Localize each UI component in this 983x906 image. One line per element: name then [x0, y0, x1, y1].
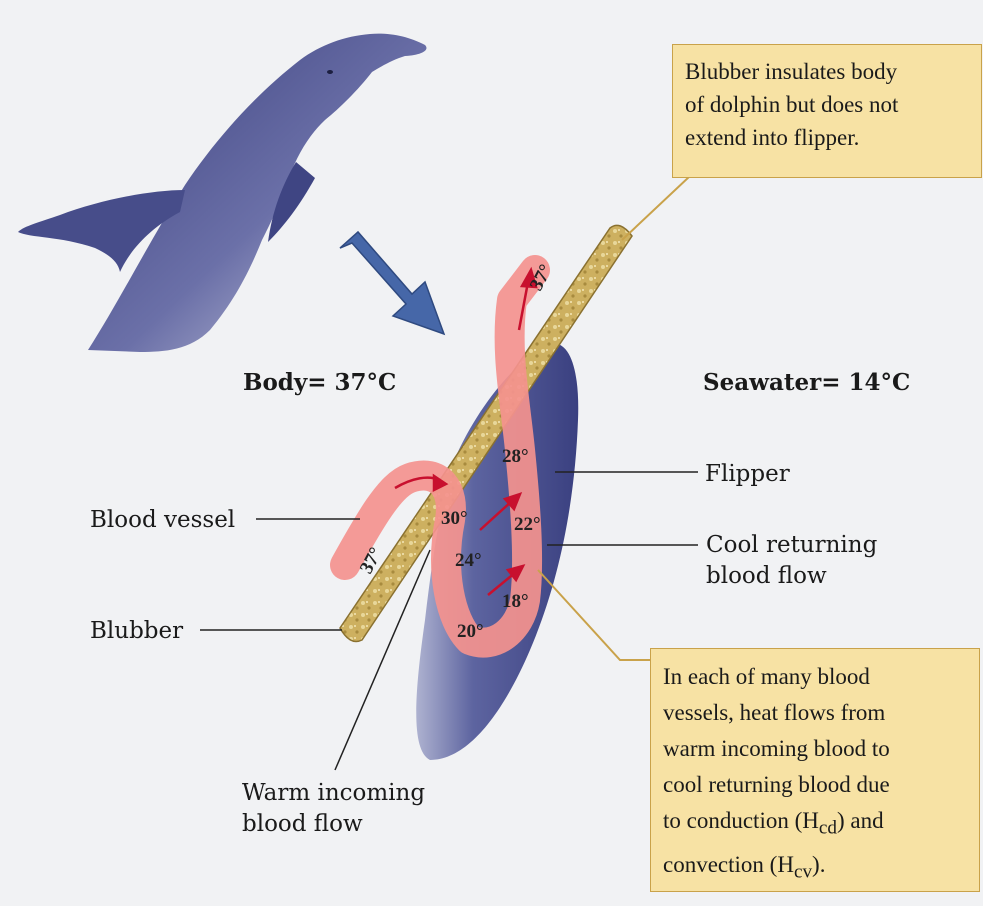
warm-incoming-line-1: Warm incoming — [242, 778, 425, 809]
heat-note-line: In each of many blood — [663, 659, 967, 695]
direction-arrow — [340, 232, 444, 334]
cool-returning-label: Cool returning blood flow — [706, 530, 877, 592]
blubber-note-line: of dolphin but does not — [685, 88, 969, 121]
blubber-label: Blubber — [90, 616, 183, 647]
temp-28: 28° — [502, 446, 529, 467]
temp-30: 30° — [441, 508, 468, 529]
convection-subscript: cv — [794, 861, 812, 882]
heat-note-line-convection: convection (Hcv). — [663, 847, 967, 891]
temp-22: 22° — [514, 514, 541, 535]
flipper-label: Flipper — [705, 459, 790, 490]
convection-text-end: ). — [812, 852, 825, 877]
heat-exchange-note-box: In each of many blood vessels, heat flow… — [650, 648, 980, 892]
blubber-note-box: Blubber insulates body of dolphin but do… — [672, 44, 982, 178]
convection-text: convection (H — [663, 852, 794, 877]
heat-note-line-conduction: to conduction (Hcd) and — [663, 803, 967, 847]
temp-24: 24° — [455, 550, 482, 571]
conduction-text: to conduction (H — [663, 808, 819, 833]
temp-20: 20° — [457, 621, 484, 642]
heat-note-line: warm incoming blood to — [663, 731, 967, 767]
seawater-temp-label: Seawater= 14°C — [703, 367, 910, 398]
conduction-subscript: cd — [819, 818, 837, 839]
heat-note-line: cool returning blood due — [663, 767, 967, 803]
heat-note-line: vessels, heat flows from — [663, 695, 967, 731]
blood-vessel-label: Blood vessel — [90, 505, 235, 536]
blubber-note-line: extend into flipper. — [685, 121, 969, 154]
body-temp-label: Body= 37°C — [243, 367, 396, 398]
conduction-text-end: ) and — [837, 808, 884, 833]
warm-incoming-label: Warm incoming blood flow — [242, 778, 425, 840]
cool-returning-line-2: blood flow — [706, 561, 877, 592]
temp-18: 18° — [502, 591, 529, 612]
cool-returning-line-1: Cool returning — [706, 530, 877, 561]
dolphin-illustration — [18, 34, 426, 352]
warm-incoming-line-2: blood flow — [242, 809, 425, 840]
blubber-note-line: Blubber insulates body — [685, 55, 969, 88]
